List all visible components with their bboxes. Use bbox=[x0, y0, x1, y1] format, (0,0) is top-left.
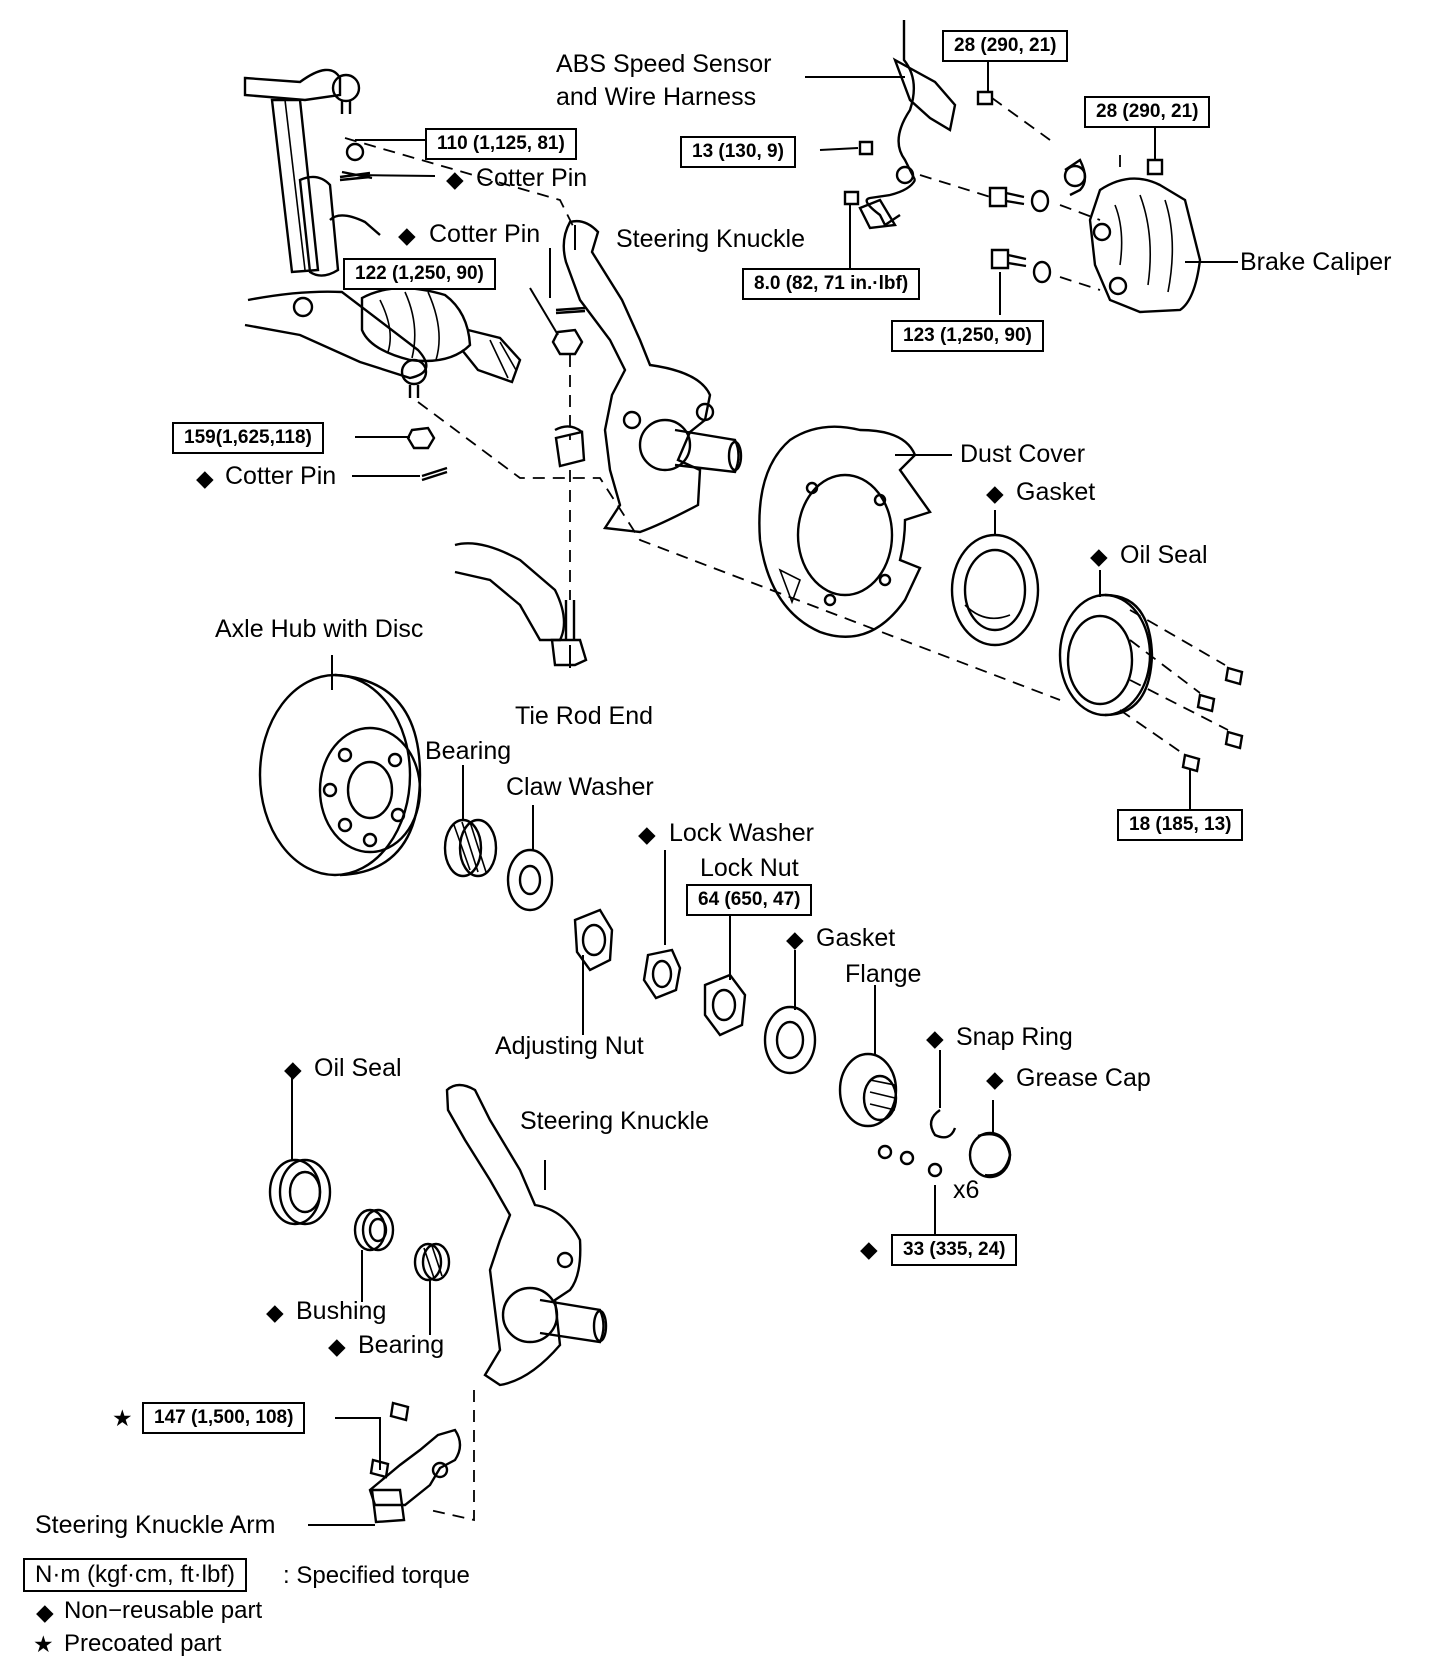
non-reusable-symbol: ◆ bbox=[638, 821, 656, 847]
legend-precoated: Precoated part bbox=[64, 1630, 222, 1657]
label-snap-ring: Snap Ring bbox=[956, 1023, 1073, 1051]
label-gasket-top: Gasket bbox=[1016, 478, 1096, 506]
grease-cap-shape bbox=[968, 1131, 1012, 1179]
torque-ball-joint-upper: 110 (1,125, 81) bbox=[425, 128, 577, 160]
non-reusable-symbol: ◆ bbox=[196, 465, 214, 491]
steering-knuckle-arm-shape bbox=[368, 1401, 462, 1524]
gasket-mid-shape bbox=[763, 1005, 817, 1075]
torque-caliper-upper: 28 (290, 21) bbox=[1084, 96, 1211, 128]
torque-ball-joint-lower: 159(1,625,118) bbox=[172, 422, 324, 454]
dust-cover-bolts bbox=[1181, 666, 1244, 773]
torque-tie-rod-nut: 122 (1,250, 90) bbox=[343, 258, 496, 290]
steering-knuckle-lower-shape bbox=[445, 1083, 608, 1387]
label-bushing: Bushing bbox=[296, 1297, 387, 1325]
label-steering-knuckle-lower: Steering Knuckle bbox=[520, 1107, 710, 1135]
torque-abs-sensor: 8.0 (82, 71 in.·lbf) bbox=[742, 268, 921, 300]
oil-seal-low-shape bbox=[268, 1158, 332, 1226]
non-reusable-symbol: ◆ bbox=[36, 1599, 54, 1625]
label-bearing-low: Bearing bbox=[358, 1331, 445, 1359]
castle-nut-low bbox=[406, 426, 436, 450]
legend-non-reusable: Non−reusable part bbox=[64, 1597, 263, 1624]
non-reusable-symbol: ◆ bbox=[266, 1299, 284, 1325]
torque-knuckle-arm: 147 (1,500, 108) bbox=[142, 1402, 306, 1434]
non-reusable-symbol: ◆ bbox=[926, 1025, 944, 1051]
cotter-pin-low-shape bbox=[421, 466, 448, 482]
label-gasket-mid: Gasket bbox=[816, 924, 896, 952]
label-grease-cap: Grease Cap bbox=[1016, 1064, 1151, 1092]
brake-caliper-shape bbox=[988, 158, 1202, 314]
torque-abs-bracket: 28 (290, 21) bbox=[942, 30, 1069, 62]
label-steering-knuckle-arm: Steering Knuckle Arm bbox=[35, 1511, 276, 1539]
torque-lock-nut: 64 (650, 47) bbox=[686, 884, 813, 916]
non-reusable-symbol: ◆ bbox=[986, 1066, 1004, 1092]
lock-washer-shape bbox=[642, 948, 682, 1000]
torque-abs-clamp: 13 (130, 9) bbox=[680, 136, 796, 168]
lock-nut-shape bbox=[703, 973, 747, 1037]
label-oil-seal-top: Oil Seal bbox=[1120, 541, 1208, 569]
axle-hub-shape bbox=[258, 673, 422, 877]
shock-absorber bbox=[243, 68, 373, 277]
oil-seal-top-shape bbox=[1058, 593, 1154, 717]
drive-shaft-boot bbox=[360, 287, 522, 384]
label-lock-washer: Lock Washer bbox=[669, 819, 814, 847]
label-lock-nut: Lock Nut bbox=[700, 854, 799, 882]
non-reusable-symbol: ◆ bbox=[328, 1333, 346, 1359]
abs-sensor-shape bbox=[843, 20, 994, 230]
cotter-pin-top-shape bbox=[339, 171, 371, 182]
legend-torque-text: : Specified torque bbox=[283, 1562, 470, 1589]
tie-rod-end-shape bbox=[454, 542, 588, 667]
steering-knuckle-upper-shape bbox=[554, 219, 743, 534]
label-cotter-pin-low: Cotter Pin bbox=[225, 462, 337, 490]
non-reusable-symbol: ◆ bbox=[446, 166, 464, 192]
torque-caliper-lower: 123 (1,250, 90) bbox=[891, 320, 1044, 352]
precoated-symbol: ★ bbox=[33, 1631, 54, 1657]
non-reusable-symbol: ◆ bbox=[986, 480, 1004, 506]
bearing-top-shape bbox=[443, 818, 498, 878]
label-axle-hub-with-disc: Axle Hub with Disc bbox=[215, 615, 424, 643]
bushing-shape bbox=[353, 1208, 395, 1252]
dust-cover-shape bbox=[758, 425, 932, 638]
label-steering-knuckle-upper: Steering Knuckle bbox=[616, 225, 806, 253]
non-reusable-symbol: ◆ bbox=[786, 926, 804, 952]
legend-torque-unit: N·m (kgf·cm, ft·lbf) bbox=[23, 1558, 247, 1592]
non-reusable-symbol: ◆ bbox=[1090, 543, 1108, 569]
bearing-low-shape bbox=[413, 1242, 451, 1282]
label-adjusting-nut: Adjusting Nut bbox=[495, 1032, 644, 1060]
non-reusable-symbol: ◆ bbox=[398, 222, 416, 248]
label-tie-rod-end: Tie Rod End bbox=[515, 702, 654, 730]
cotter-pin-mid-shape bbox=[555, 306, 586, 315]
label-abs-speed-sensor: ABS Speed Sensor bbox=[556, 50, 772, 78]
gasket-top-shape bbox=[950, 533, 1040, 647]
leader-lines bbox=[291, 56, 1238, 1526]
label-bearing-top: Bearing bbox=[425, 737, 512, 765]
label-claw-washer: Claw Washer bbox=[506, 773, 654, 801]
flange-shape bbox=[838, 1052, 898, 1128]
label-x6: x6 bbox=[953, 1176, 980, 1204]
claw-washer-shape bbox=[506, 848, 554, 912]
precoated-symbol: ★ bbox=[112, 1405, 133, 1431]
label-cotter-pin-mid: Cotter Pin bbox=[429, 220, 541, 248]
label-cotter-pin-top: Cotter Pin bbox=[476, 164, 588, 192]
snap-ring-shape bbox=[929, 1109, 957, 1139]
label-wire-harness: and Wire Harness bbox=[556, 83, 757, 111]
label-brake-caliper: Brake Caliper bbox=[1240, 248, 1392, 276]
torque-flange-nuts: 33 (335, 24) bbox=[891, 1234, 1018, 1266]
label-oil-seal-low: Oil Seal bbox=[314, 1054, 402, 1082]
non-reusable-symbol: ◆ bbox=[284, 1056, 302, 1082]
adjusting-nut-shape bbox=[573, 908, 614, 972]
label-flange: Flange bbox=[845, 960, 922, 988]
non-reusable-symbol: ◆ bbox=[860, 1236, 878, 1262]
label-dust-cover: Dust Cover bbox=[960, 440, 1086, 468]
castle-nut-mid bbox=[551, 328, 584, 356]
flange-nuts bbox=[877, 1144, 943, 1178]
torque-dust-cover-bolts: 18 (185, 13) bbox=[1117, 809, 1244, 841]
